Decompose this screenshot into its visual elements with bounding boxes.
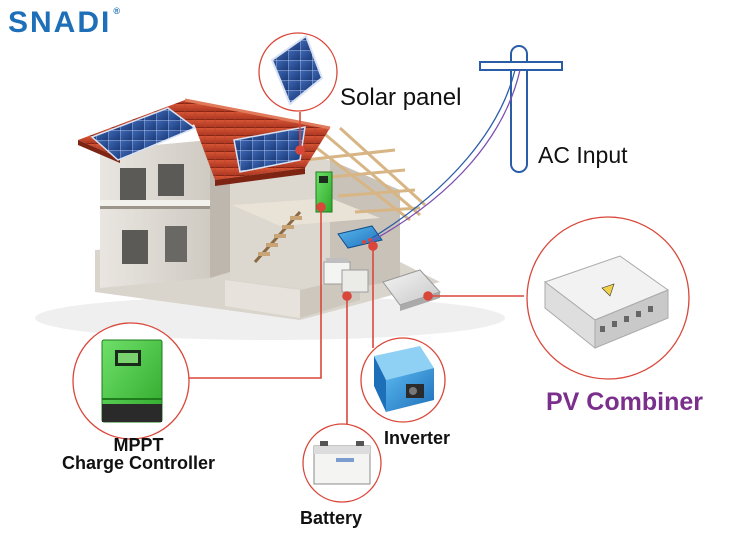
connector-lines — [188, 112, 524, 448]
pv-combiner-callout — [526, 216, 690, 380]
ac-input-wires — [369, 69, 521, 243]
roof-solar-panels — [90, 107, 306, 173]
registered-mark: ® — [113, 6, 120, 16]
inverter-callout — [360, 337, 446, 423]
ac-input-label: AC Input — [538, 142, 628, 168]
house-charge-controller — [315, 171, 333, 213]
pv-combiner-label: PV Combiner — [546, 388, 703, 416]
mppt-charge-controller-label: MPPT Charge Controller — [62, 436, 215, 472]
brand-logo-text: SNADI — [8, 6, 112, 39]
solar-panel-callout — [258, 32, 338, 112]
utility-pole — [479, 45, 563, 173]
battery-callout — [302, 423, 382, 503]
solar-panel-label: Solar panel — [340, 84, 462, 111]
battery-label: Battery — [300, 508, 363, 528]
house-illustration — [78, 98, 440, 320]
house-batteries — [323, 258, 369, 293]
mppt-label-line2: Charge Controller — [62, 453, 216, 473]
mppt-label-line1: MPPT — [113, 435, 164, 455]
inverter-label: Inverter — [384, 428, 451, 448]
mppt-controller-callout — [72, 322, 190, 440]
brand-logo: SNADI® — [8, 6, 120, 40]
